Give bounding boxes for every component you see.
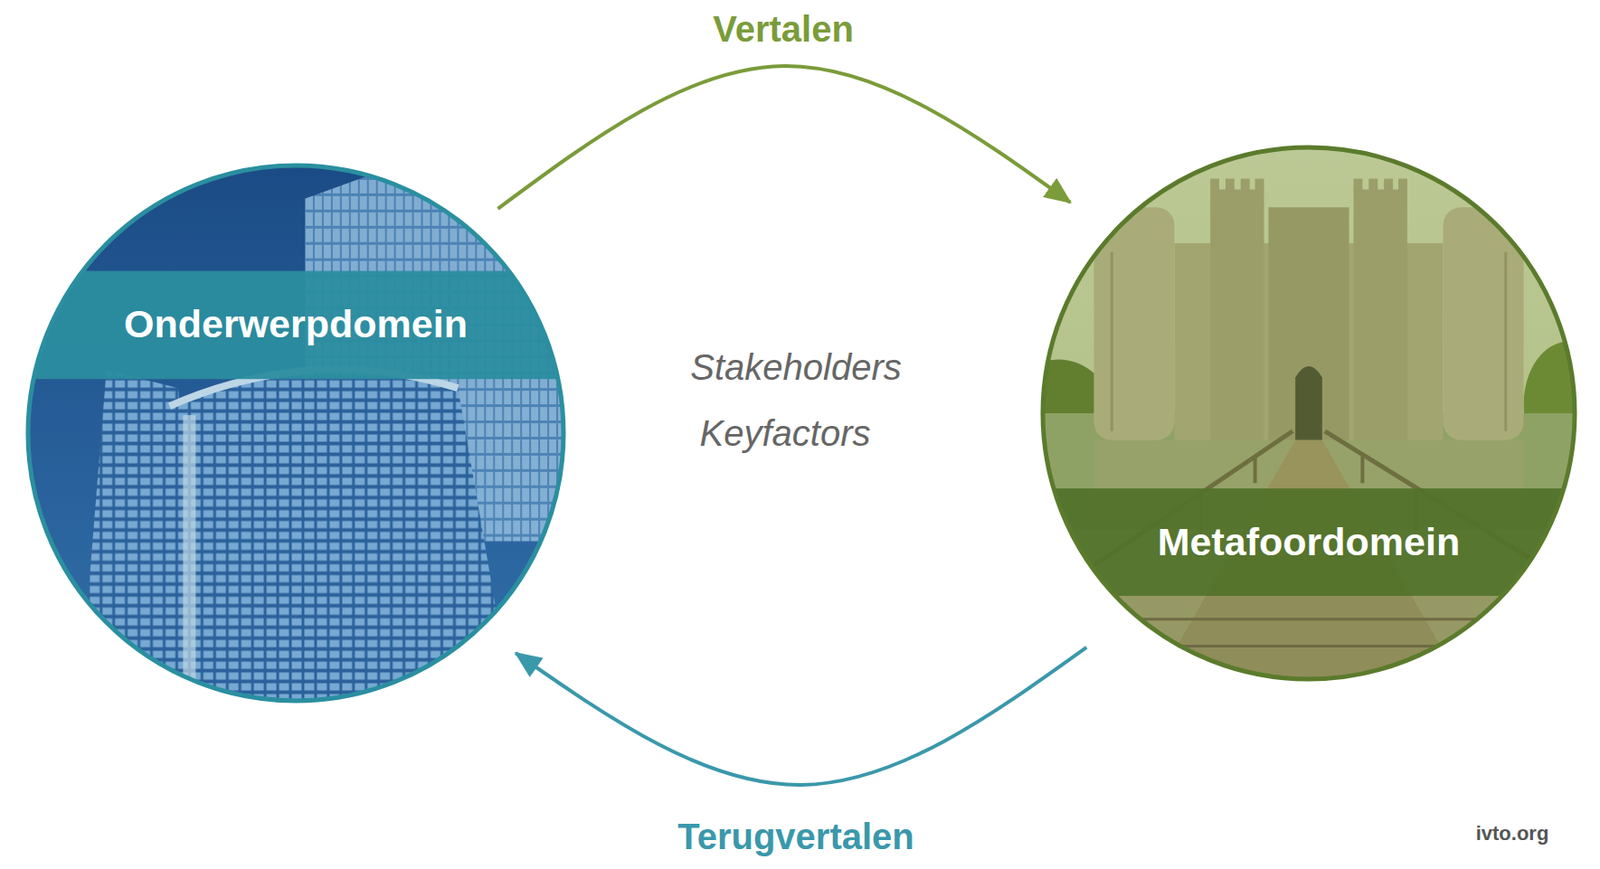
center-label: Stakeholders xyxy=(690,346,901,389)
metaphor-domain-circle: Metafoordomein xyxy=(1040,144,1578,682)
domain-title: Metafoordomein xyxy=(1040,520,1578,564)
domain-title: Onderwerpdomein xyxy=(25,303,567,347)
building-photo xyxy=(25,162,567,704)
watermark: ivto.org xyxy=(1476,822,1550,845)
edge-label: Vertalen xyxy=(709,8,858,50)
curved-arrow xyxy=(497,66,1070,209)
curved-arrow xyxy=(515,647,1087,786)
edge-label: Terugvertalen xyxy=(673,815,919,858)
center-label: Keyfactors xyxy=(700,412,872,455)
subject-domain-circle: Onderwerpdomein xyxy=(25,162,567,704)
castle-photo xyxy=(1040,144,1578,682)
